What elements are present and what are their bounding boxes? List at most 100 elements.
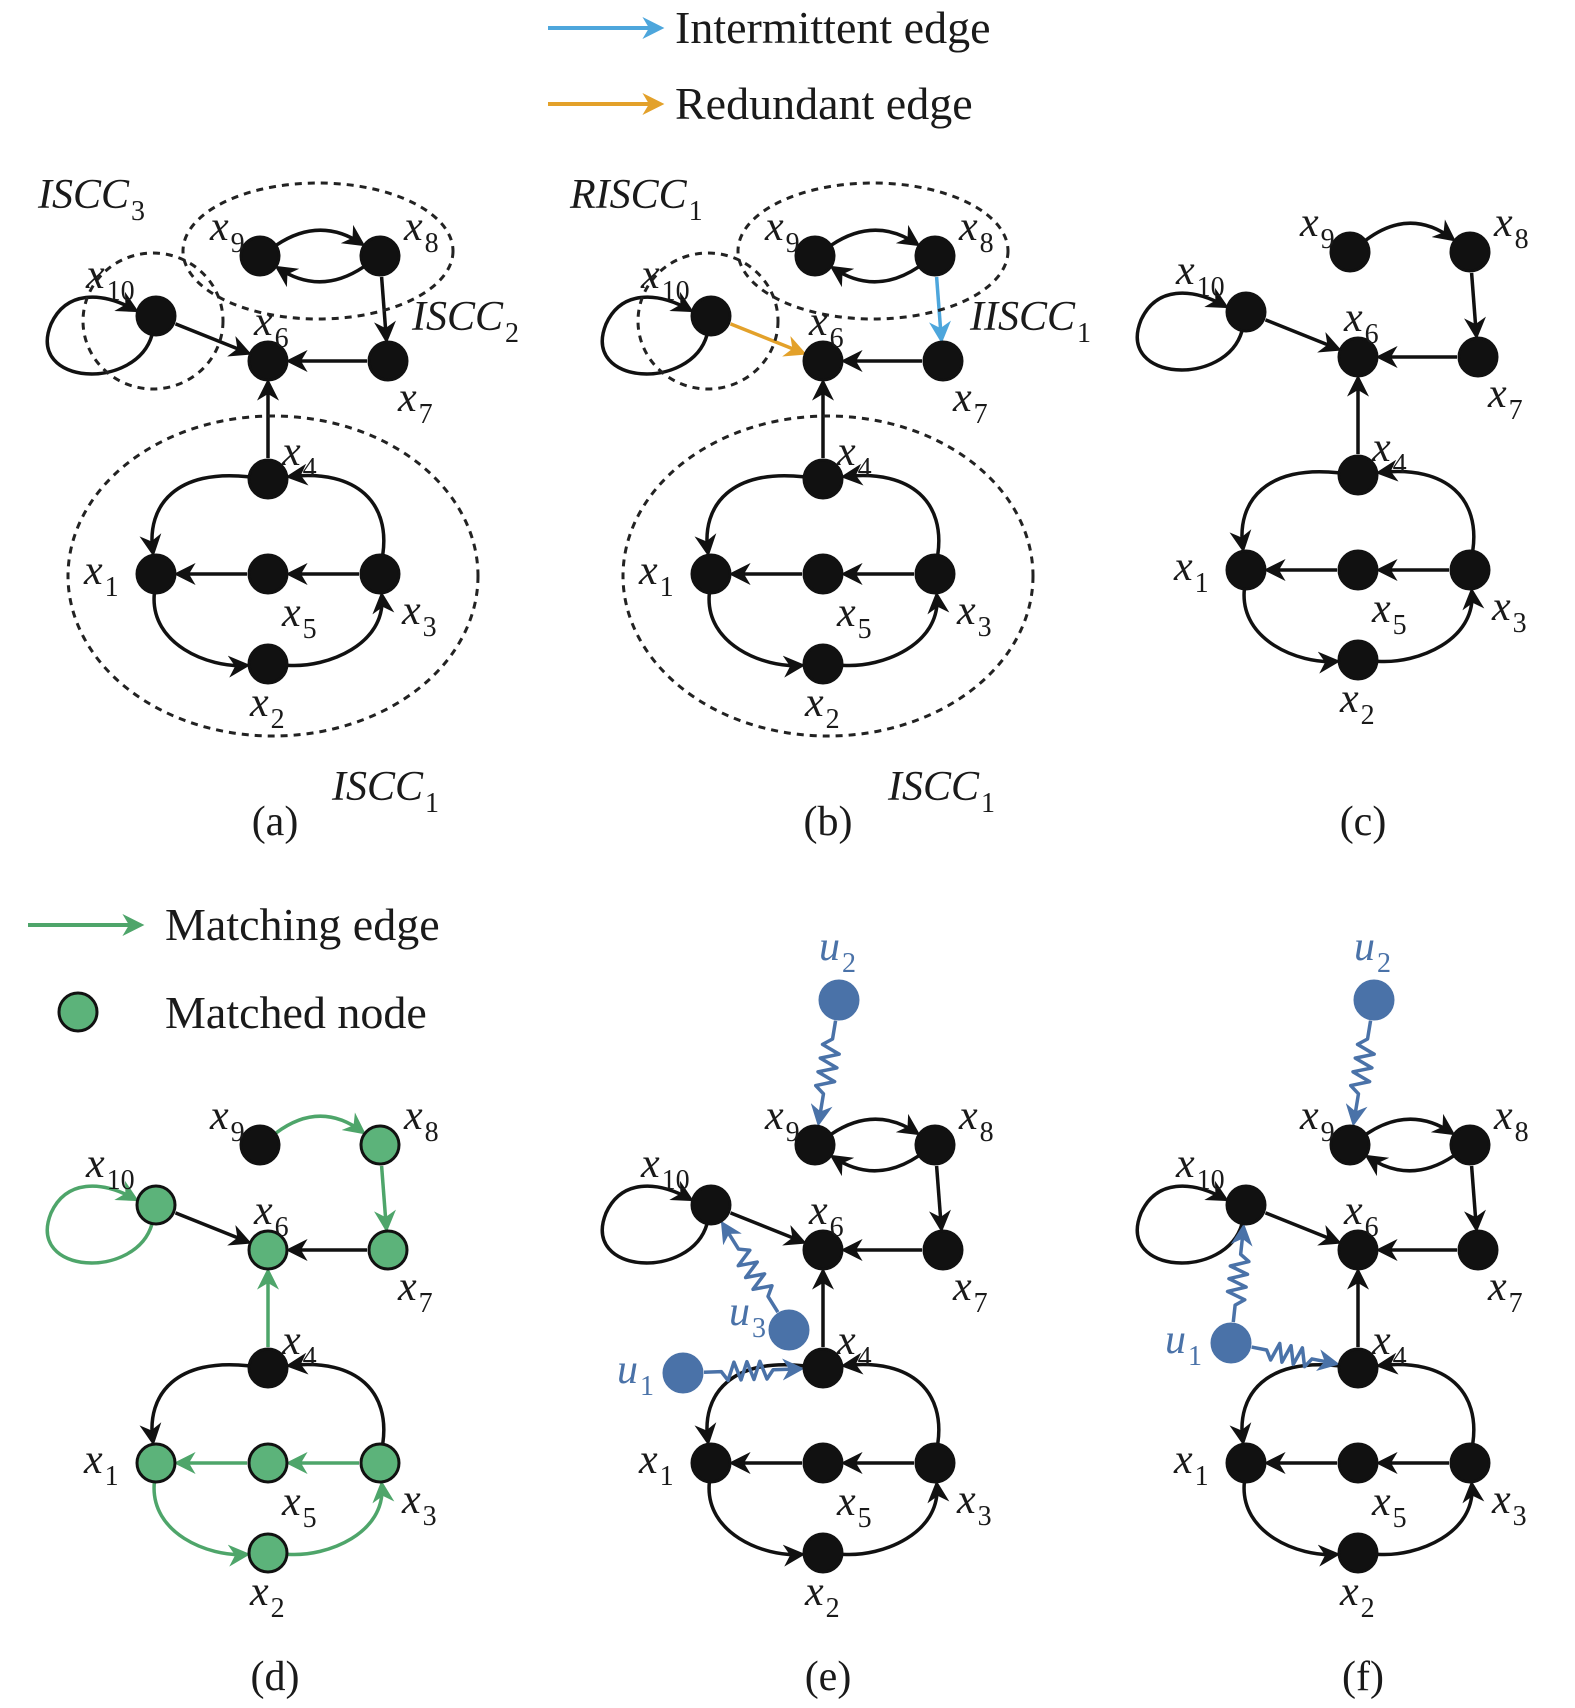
panel-e-label-x3: x3: [956, 1477, 992, 1532]
panel-f-label-x4: x4: [1371, 1318, 1407, 1373]
panel-a-label-x7: x7: [397, 375, 433, 430]
panel-f-label-x1: x1: [1173, 1437, 1209, 1492]
panel-f-label-x1-base: x: [1173, 1437, 1193, 1483]
panel-f-node-u1: [1210, 1322, 1252, 1364]
panel-d-label-x1-base: x: [83, 1437, 103, 1483]
panel-b-label-x7-base: x: [952, 375, 972, 421]
panel-e-edge-x1-x2: [707, 1482, 806, 1567]
panel-f-node-x1: [1225, 1442, 1267, 1484]
panel-f-edge-x4-x1: [1229, 1362, 1339, 1446]
panel-a-edge-x8-x7: [374, 276, 396, 344]
panel-b-group-top: [736, 181, 1010, 321]
panel-a-node-x1: [135, 553, 177, 595]
panel-e-edge-x4-x1: [694, 1362, 804, 1446]
legend-redundant-label: Redundant edge: [675, 78, 973, 129]
panel-b-edge-x2-x3: [842, 591, 950, 668]
panel-b-caption: (b): [804, 799, 853, 845]
panel-e-node-u3: [768, 1309, 810, 1351]
panel-a-label-x1: x1: [83, 548, 119, 603]
panel-d-label-x4-base: x: [281, 1318, 301, 1364]
panel-a-node-x10: [135, 295, 177, 337]
panel-a-edge-x3-x4: [285, 463, 386, 555]
panel-e-label-x4-base: x: [836, 1318, 856, 1364]
panel-c-label-x1-sub: 1: [1195, 568, 1209, 599]
panel-b-edge-x3-x4: [840, 463, 941, 555]
panel-c-label-x3: x3: [1491, 584, 1527, 639]
panel-d-label-x7: x7: [397, 1264, 433, 1319]
panel-c-node-x1: [1225, 549, 1267, 591]
panel-f-edge-x1-x2: [1242, 1482, 1341, 1567]
panel-b-node-x6: [802, 340, 844, 382]
panel-f-label-x9: x9: [1299, 1093, 1335, 1148]
panel-b-label-x7: x7: [952, 375, 988, 430]
panel-e-edge-x2-x3: [842, 1480, 950, 1557]
panel-d-label-x8-base: x: [403, 1093, 423, 1139]
panel-a-group-label-3-sub: 3: [131, 196, 145, 227]
panel-d-label-x3: x3: [401, 1477, 437, 1532]
panel-f-label-x5-sub: 5: [1393, 1503, 1407, 1534]
panel-c-label-x2-sub: 2: [1361, 700, 1375, 731]
panel-d-node-x9: [239, 1124, 281, 1166]
panel-b-label-x2-base: x: [804, 680, 824, 726]
panel-b-node-x7: [922, 340, 964, 382]
panel-c-label-x7-base: x: [1487, 371, 1507, 417]
panel-a-label-x5-base: x: [281, 590, 301, 636]
panel-e-label-x2: x2: [804, 1569, 840, 1624]
panel-f-label-x4-base: x: [1371, 1318, 1391, 1364]
panel-e-node-x7: [922, 1229, 964, 1271]
panel-a-group-label-1-sub: 1: [425, 788, 439, 819]
panel-b-label-x9-sub: 9: [786, 228, 800, 259]
panel-b-edge-x4-x1: [694, 473, 804, 557]
panel-f-edge-x8-x9: [1364, 1154, 1455, 1177]
panel-a-label-x3: x3: [401, 588, 437, 643]
panel-d-label-x9-base: x: [209, 1093, 229, 1139]
panel-f-label-x1-sub: 1: [1195, 1461, 1209, 1492]
panel-f-edge-x9-x8: [1365, 1113, 1456, 1136]
panel-e-label-x2-sub: 2: [826, 1593, 840, 1624]
edges-layer: [28, 17, 1486, 1567]
panel-a-label-x7-sub: 7: [419, 399, 433, 430]
panel-e-label-x10: x10: [640, 1141, 690, 1196]
panel-f-label-x3-base: x: [1491, 1477, 1511, 1523]
panel-e-label-u1-base: u: [617, 1347, 638, 1393]
panel-e-label-x1-base: x: [638, 1437, 658, 1483]
panel-b-group-label-iiscc: IISCC1: [969, 294, 1091, 349]
panel-f-label-x6-sub: 6: [1365, 1212, 1379, 1243]
panel-d-label-x5: x5: [281, 1479, 317, 1534]
panel-a-label-x9-sub: 9: [231, 228, 245, 259]
panel-c-node-x6: [1337, 336, 1379, 378]
panel-c-node-x7: [1457, 336, 1499, 378]
panel-e-label-u1-sub: 1: [640, 1371, 654, 1402]
legend-matched-node-icon: [57, 991, 99, 1033]
panel-e-label-x1-sub: 1: [660, 1461, 674, 1492]
panel-c-label-x9: x9: [1299, 200, 1335, 255]
panel-a-group-top: [181, 181, 455, 321]
panel-c-label-x5: x5: [1371, 586, 1407, 641]
panel-f-label-x2-base: x: [1339, 1569, 1359, 1615]
panel-b-label-x2: x2: [804, 680, 840, 735]
panel-c-label-x2: x2: [1339, 676, 1375, 731]
panel-c-edge-x10-loop: [1135, 287, 1244, 372]
panel-a-group-label-2-sub: 2: [505, 318, 519, 349]
panel-f-label-u2-sub: 2: [1377, 948, 1391, 979]
panel-e-label-x5: x5: [836, 1479, 872, 1534]
panel-d-label-x9-sub: 9: [231, 1117, 245, 1148]
panel-b-group-label-iscc-sub: 1: [981, 788, 995, 819]
panel-a-caption: (a): [252, 799, 299, 845]
panel-f-label-u1-base: u: [1165, 1317, 1186, 1363]
panel-c-label-x8: x8: [1493, 200, 1529, 255]
panel-f-node-x3: [1449, 1442, 1491, 1484]
panel-b-group-label-riscc: RISCC1: [569, 172, 703, 227]
panel-c-edge-x10-x6: [1264, 318, 1342, 353]
panel-c-label-x1-base: x: [1173, 544, 1193, 590]
panel-d-node-x3: [359, 1442, 401, 1484]
panel-d-label-x1: x1: [83, 1437, 119, 1492]
panel-c-edge-x1-x2: [1242, 589, 1341, 674]
panel-d-label-x2-sub: 2: [271, 1593, 285, 1624]
panel-f-node-u2: [1353, 979, 1395, 1021]
panel-c-node-x2: [1337, 639, 1379, 681]
panel-f-label-u2-base: u: [1354, 924, 1375, 970]
panel-d-label-x5-base: x: [281, 1479, 301, 1525]
panel-d-label-x4-sub: 4: [303, 1342, 317, 1373]
panel-b-label-x1: x1: [638, 548, 674, 603]
